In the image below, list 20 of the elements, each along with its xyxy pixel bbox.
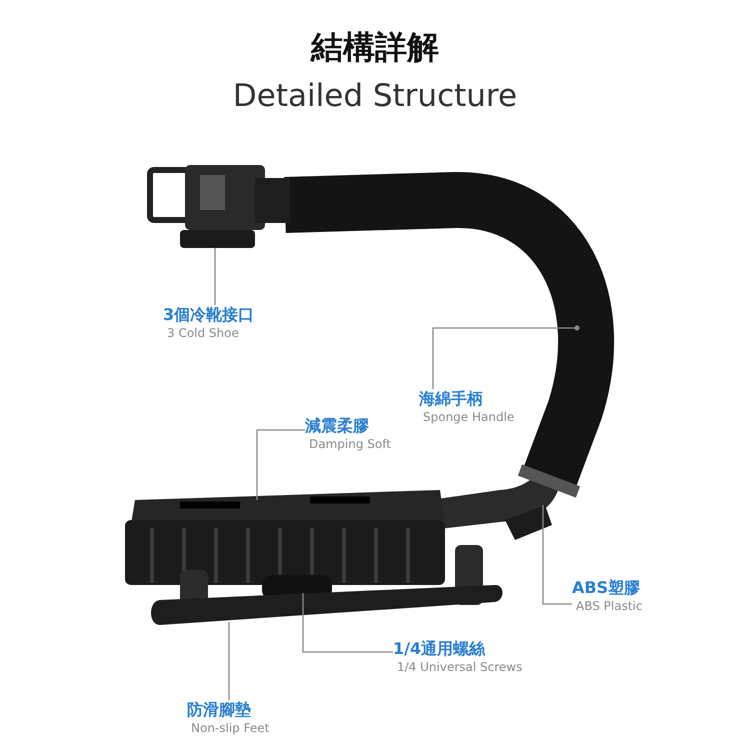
callout-title: 1/4通用螺絲 bbox=[393, 639, 486, 659]
leader-line bbox=[228, 622, 230, 700]
callout-title: 3個冷靴接口 bbox=[163, 305, 254, 325]
title: 結構詳解 bbox=[309, 27, 440, 68]
callout-subtitle: ABS Plastic bbox=[576, 598, 642, 614]
callout-subtitle: Sponge Handle bbox=[423, 409, 514, 425]
leader-line bbox=[302, 593, 393, 653]
leader-line bbox=[432, 326, 580, 389]
leader-line bbox=[214, 248, 216, 305]
subtitle: Detailed Structure bbox=[232, 78, 518, 114]
callout-subtitle: 1/4 Universal Screws bbox=[397, 659, 522, 675]
callout-subtitle: Damping Soft bbox=[309, 436, 391, 452]
leader-line bbox=[256, 429, 305, 500]
callout-title: 防滑腳墊 bbox=[187, 700, 252, 720]
callout-subtitle: Non-slip Feet bbox=[191, 720, 270, 736]
callout-subtitle: 3 Cold Shoe bbox=[167, 325, 240, 341]
leader-line bbox=[542, 505, 572, 605]
callout-title: 減震柔膠 bbox=[305, 416, 370, 436]
callout-title: ABS塑膠 bbox=[572, 578, 642, 598]
callout-title: 海綿手柄 bbox=[419, 389, 484, 409]
